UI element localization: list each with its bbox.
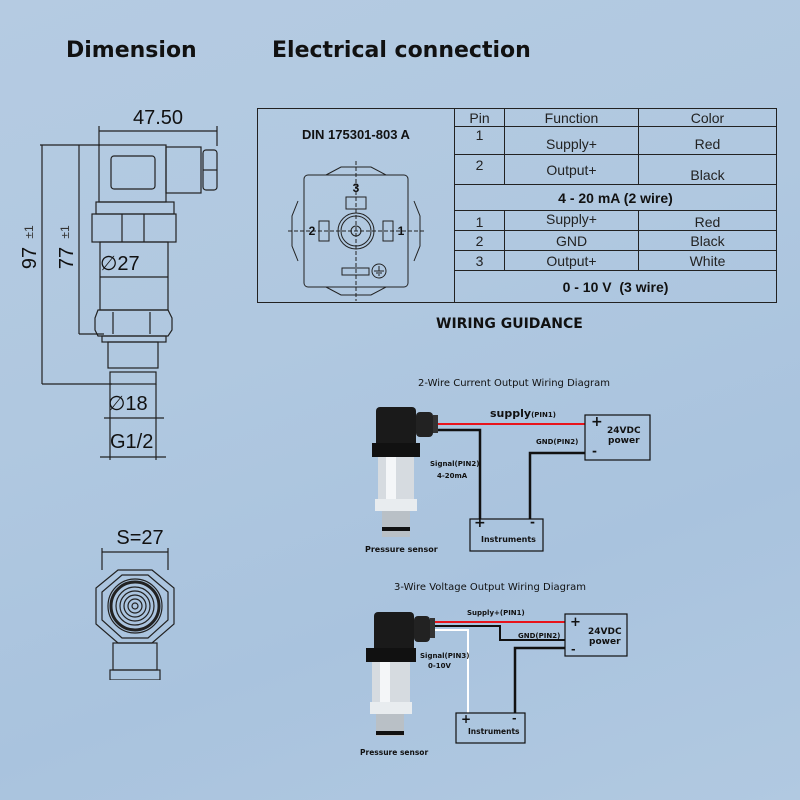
instruments-label-2w: Instruments	[481, 535, 536, 544]
gnd-return-wire	[513, 646, 565, 713]
signal-range-2w: 4-20mA	[437, 472, 468, 480]
cell-color: White	[689, 252, 726, 269]
gnd-label-3w: GND(PIN2)	[518, 632, 561, 640]
gnd-wire	[435, 625, 565, 641]
cell-color: Black	[690, 167, 725, 183]
connector-standard: DIN 175301-803 A	[302, 127, 410, 142]
pin-table: DIN 175301-803 A 3 2 1 Pin Function Colo…	[257, 108, 777, 303]
gnd-wire	[528, 451, 585, 519]
pin-2-contact	[318, 220, 330, 242]
cell-color: Red	[694, 136, 721, 152]
power-supply-box	[584, 414, 651, 461]
three-wire-diagram	[366, 612, 628, 744]
pin-1-contact	[382, 220, 394, 242]
supply-label-3w: Supply+(PIN1)	[467, 609, 525, 617]
connector-head	[98, 144, 167, 203]
instrument-plus-3w: +	[461, 712, 472, 726]
gnd-label-2w: GND(PIN2)	[536, 438, 579, 446]
port-diameter-label: ∅18	[108, 393, 148, 415]
power-minus-3w: -	[571, 643, 576, 656]
cell-color: Black	[690, 232, 725, 249]
din-connector-face: 3 2 1	[288, 161, 424, 301]
pressure-sensor-image-3w	[366, 612, 435, 736]
cell-pin: 2	[455, 155, 505, 184]
signal-wire	[435, 629, 469, 713]
cell-function: Supply+	[505, 127, 639, 154]
header-function: Function	[505, 109, 639, 126]
two-wire-caption: 4 - 20 mA (2 wire)	[455, 185, 776, 211]
pressure-sensor-image-2w	[372, 407, 438, 537]
instruments-label-3w: Instruments	[468, 727, 520, 736]
ground-contact	[341, 267, 370, 276]
signal-label-2w: Signal(PIN2)	[430, 460, 480, 468]
instrument-minus-3w: -	[512, 712, 517, 725]
dimension-side-view: 47.50 97 ±1 77 ±1 ∅27 ∅18 G1/2	[19, 107, 218, 460]
width-label: 47.50	[133, 107, 183, 129]
sensor-label-2w: Pressure sensor	[365, 545, 438, 554]
signal-wire	[438, 428, 482, 519]
power-minus-2w: -	[592, 444, 597, 458]
hex-size-label: S=27	[116, 527, 163, 549]
body-tolerance: ±1	[58, 225, 72, 239]
two-wire-diagram	[372, 407, 651, 552]
pin-2-label: 2	[309, 224, 316, 238]
instruments-box	[469, 518, 544, 552]
wiring-guidance-heading: WIRING GUIDANCE	[436, 316, 583, 332]
cell-pin: 1	[455, 127, 505, 154]
table-row: 1 Supply+ Red	[455, 127, 776, 155]
body-diameter-label: ∅27	[100, 253, 140, 275]
instrument-plus-2w: +	[474, 515, 486, 531]
thread-label: G1/2	[110, 431, 153, 453]
lower-hex-nut	[94, 309, 173, 337]
supply-label-2w: supply(PIN1)	[490, 407, 556, 420]
hex-collar	[91, 213, 177, 243]
cell-function: Output+	[505, 155, 639, 184]
signal-range-3w: 0-10V	[428, 662, 451, 670]
power-plus-2w: +	[591, 414, 603, 430]
instrument-minus-2w: -	[530, 515, 535, 529]
instruments-box	[455, 712, 526, 744]
pin-3-contact	[345, 196, 367, 210]
power-supply-box	[564, 613, 628, 657]
power-plus-3w: +	[570, 615, 581, 630]
cell-pin: 2	[455, 231, 505, 250]
body-height-label: 77	[56, 247, 78, 269]
table-row: 1 Supply+ Red	[455, 211, 776, 231]
dimension-bottom-view: S=27	[95, 527, 175, 680]
signal-label-3w: Signal(PIN3)	[420, 652, 470, 660]
earth-ground-icon	[371, 263, 387, 279]
header-color: Color	[690, 109, 725, 126]
cell-color: Red	[694, 214, 721, 230]
cell-pin: 3	[455, 251, 505, 270]
electrical-connection-heading: Electrical connection	[272, 38, 531, 63]
pressure-port	[107, 341, 159, 369]
connector-cell: DIN 175301-803 A 3 2 1	[258, 109, 455, 302]
cell-function: Supply+	[505, 211, 639, 230]
header-pin: Pin	[455, 109, 505, 126]
total-height-label: 97	[19, 247, 41, 269]
table-row: 3 Output+ White	[455, 251, 776, 271]
cell-pin: 1	[455, 211, 505, 230]
table-row: 2 GND Black	[455, 231, 776, 251]
pin-1-label: 1	[398, 224, 405, 238]
cell-function: GND	[505, 231, 639, 250]
total-tolerance: ±1	[22, 225, 36, 239]
dimension-heading: Dimension	[66, 38, 197, 63]
three-wire-title: 3-Wire Voltage Output Wiring Diagram	[394, 582, 586, 593]
cell-function: Output+	[505, 251, 639, 270]
table-row: 2 Output+ Black	[455, 155, 776, 185]
three-wire-caption: 0 - 10 V (3 wire)	[562, 278, 669, 295]
two-wire-title: 2-Wire Current Output Wiring Diagram	[418, 378, 611, 389]
pin-3-label: 3	[353, 181, 360, 195]
sensor-label-3w: Pressure sensor	[360, 748, 429, 757]
table-header-row: Pin Function Color	[455, 109, 776, 127]
